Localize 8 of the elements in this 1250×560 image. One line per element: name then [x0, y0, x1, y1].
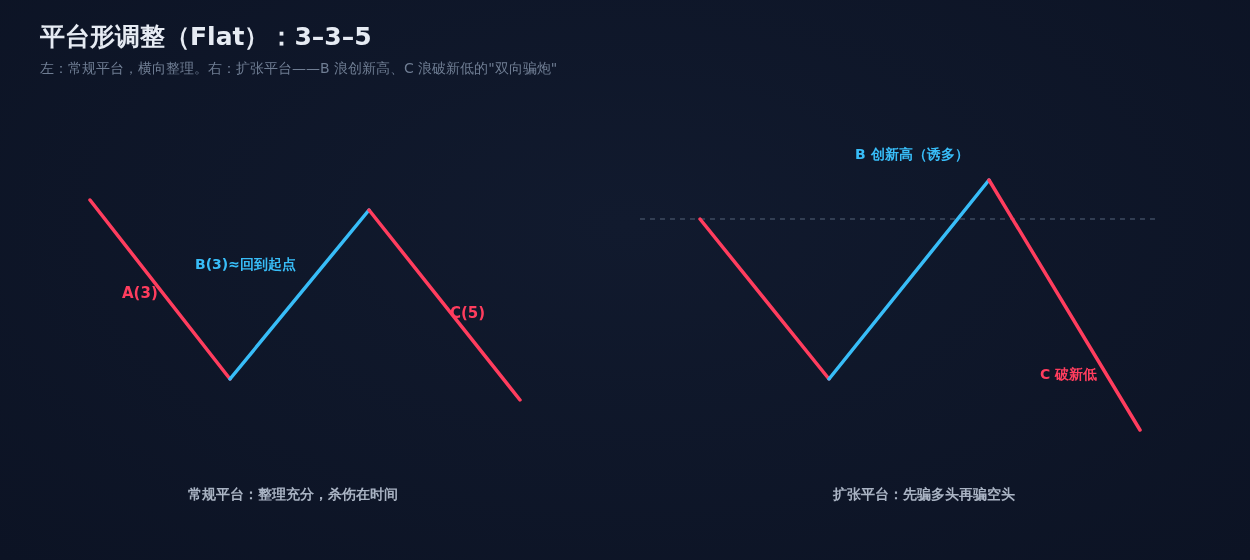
subtitle: 左：常规平台，横向整理。右：扩张平台——B 浪创新高、C 浪破新低的"双向骗炮": [40, 60, 558, 78]
panel-caption: 扩张平台：先骗多头再骗空头: [833, 486, 1015, 504]
wave-label: B 创新高（诱多）: [855, 146, 969, 164]
panel-caption: 常规平台：整理充分，杀伤在时间: [188, 486, 398, 504]
wave-label: B(3)≈回到起点: [195, 256, 296, 274]
title: 平台形调整（Flat）：3–3–5: [40, 21, 372, 53]
wave-label: C 破新低: [1040, 366, 1098, 384]
wave-label: A(3): [122, 284, 158, 302]
